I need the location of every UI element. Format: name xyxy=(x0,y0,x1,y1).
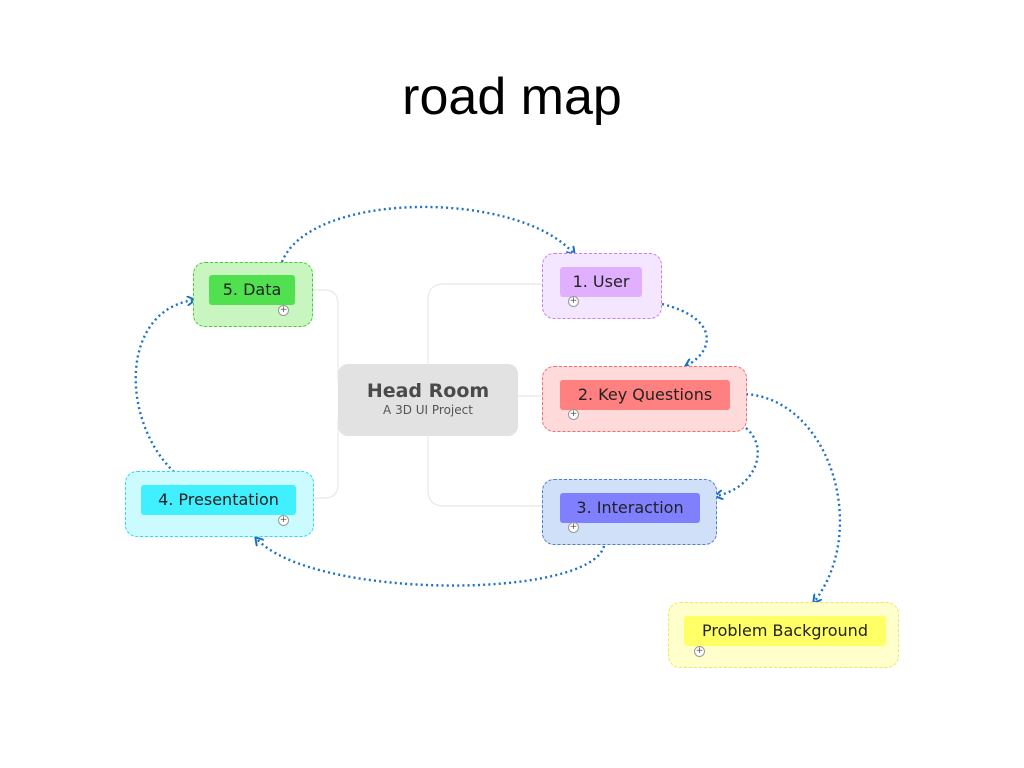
expand-icon[interactable]: + xyxy=(278,515,289,526)
topic-data[interactable]: 5. Data + xyxy=(193,262,313,327)
topic-presentation-label: 4. Presentation xyxy=(141,485,296,515)
topic-problem-background[interactable]: Problem Background + xyxy=(668,602,899,668)
expand-icon[interactable]: + xyxy=(278,305,289,316)
expand-icon[interactable]: + xyxy=(568,522,579,533)
topic-presentation[interactable]: 4. Presentation + xyxy=(125,471,314,537)
topic-problem-background-label: Problem Background xyxy=(684,616,886,646)
branch-lines xyxy=(312,283,542,507)
arrow-presentation-to-data xyxy=(134,300,194,473)
topic-interaction-label: 3. Interaction xyxy=(560,493,700,523)
central-topic-subtitle: A 3D UI Project xyxy=(383,403,473,417)
expand-icon[interactable]: + xyxy=(694,646,705,657)
topic-user-label: 1. User xyxy=(560,267,642,297)
expand-icon[interactable]: + xyxy=(568,296,579,307)
slide-title: road map xyxy=(402,68,622,126)
central-topic-head-room[interactable]: Head Room A 3D UI Project xyxy=(338,364,518,436)
topic-interaction[interactable]: 3. Interaction + xyxy=(542,479,717,545)
relationship-arrows xyxy=(134,205,842,602)
topic-data-label: 5. Data xyxy=(209,275,295,305)
arrow-key-questions-to-problem-background xyxy=(745,392,842,602)
arrow-interaction-to-presentation xyxy=(256,538,606,587)
arrow-key-questions-to-interaction xyxy=(716,427,759,496)
arrow-user-to-key-questions xyxy=(661,302,708,366)
central-topic-title: Head Room xyxy=(366,380,490,402)
expand-icon[interactable]: + xyxy=(568,409,579,420)
topic-key-questions[interactable]: 2. Key Questions + xyxy=(542,366,747,432)
topic-user[interactable]: 1. User + xyxy=(542,253,662,319)
topic-key-questions-label: 2. Key Questions xyxy=(560,380,730,410)
arrow-data-to-user xyxy=(280,205,574,263)
